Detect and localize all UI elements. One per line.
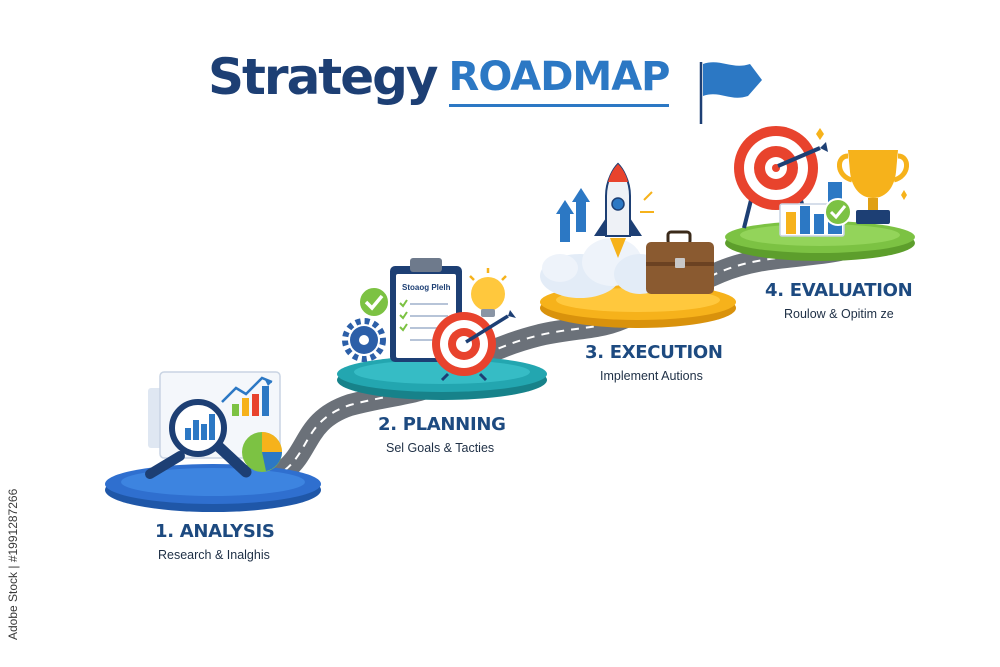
up-arrows-icon — [556, 188, 590, 242]
step-4-title: 4. EVALUATION — [765, 280, 913, 301]
target-icon — [734, 126, 828, 229]
step-2-title: 2. PLANNING — [378, 414, 506, 435]
step-4-subtitle: Roulow & Opitim ze — [784, 307, 894, 321]
title-strategy: Strategy — [208, 48, 439, 106]
trophy-icon — [816, 128, 909, 224]
step-1-title: 1. ANALYSIS — [155, 521, 275, 542]
flag-icon — [699, 62, 762, 124]
stock-credit: Adobe Stock | #1991287266 — [6, 488, 20, 640]
pie-chart-icon — [242, 432, 282, 472]
briefcase-icon — [646, 230, 714, 294]
gear-icon — [342, 318, 386, 362]
title-roadmap: ROADMAP — [448, 52, 670, 107]
magnifier-icon — [145, 399, 252, 479]
step-3-subtitle: Implement Autions — [600, 369, 703, 383]
line-chart-icon — [221, 376, 273, 403]
step-1-subtitle: Research & Inalghis — [158, 548, 270, 562]
step-2-subtitle: Sel Goals & Tacties — [386, 441, 495, 455]
lightbulb-icon — [469, 268, 507, 317]
rocket-icon — [594, 162, 654, 258]
road — [274, 239, 851, 481]
roadmap-title: Strategy ROADMAP — [208, 48, 670, 132]
checkmark-icon — [824, 198, 852, 226]
target-icon — [432, 310, 516, 382]
bar-chart-icon — [232, 386, 269, 416]
platform-analysis — [105, 464, 321, 512]
clipboard-label: Stoaog Plelh — [402, 283, 451, 292]
step-3-title: 3. EXECUTION — [585, 342, 723, 363]
checkmark-icon — [358, 286, 390, 318]
